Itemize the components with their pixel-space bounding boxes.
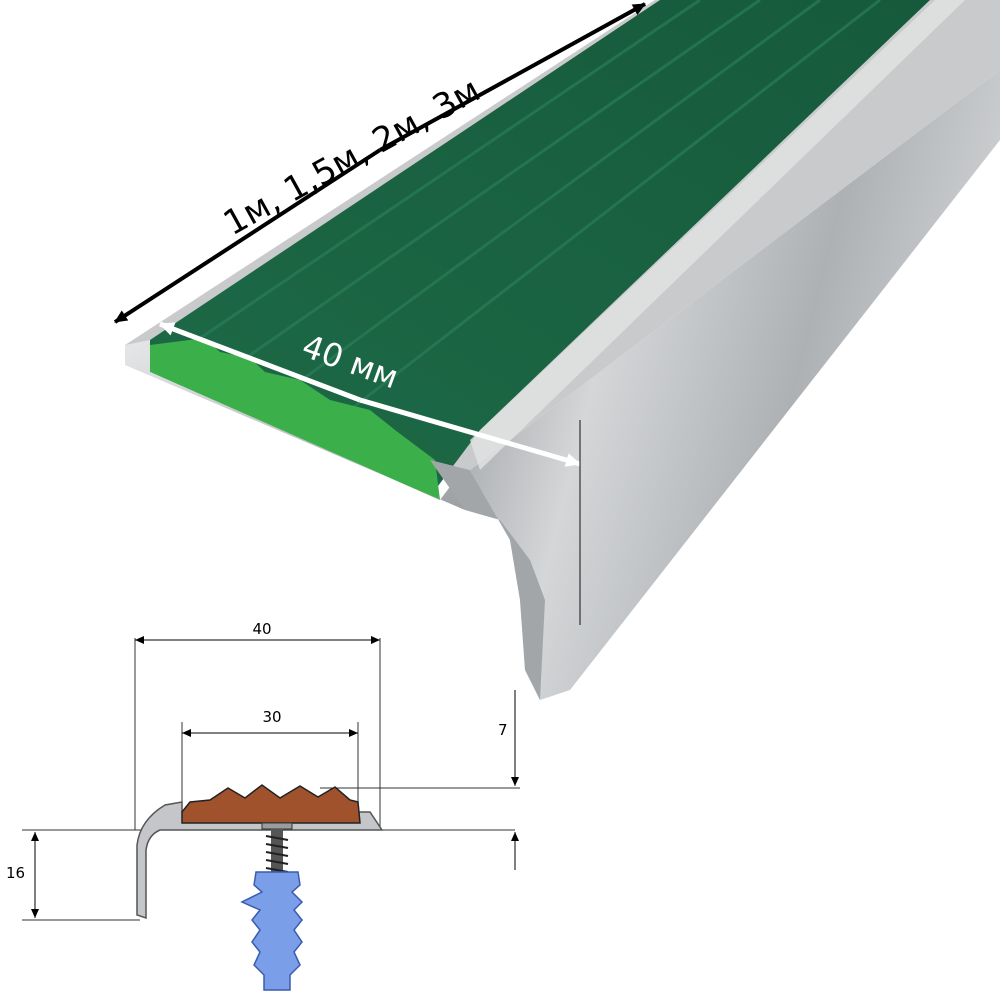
aluminium-end-cap xyxy=(430,460,545,700)
length-dimension-arrow xyxy=(379,2,646,152)
width-dimension-arrow xyxy=(359,397,581,467)
rubber-insert-section xyxy=(181,784,361,824)
insert-ribs xyxy=(189,0,881,412)
dimension-text-7: 7 xyxy=(498,721,508,739)
cross-section-drawing: 40 30 16 7 xyxy=(6,620,520,991)
length-dimension-arrow-back xyxy=(113,148,382,324)
insert-cut-end xyxy=(150,338,440,500)
dimension-text-16: 16 xyxy=(6,864,25,882)
profile-photo: 1м, 1,5м, 2м, 3м 40 мм xyxy=(113,0,1000,700)
wall-plug-icon xyxy=(240,871,304,991)
aluminium-face xyxy=(470,70,1000,700)
aluminium-channel xyxy=(470,0,965,470)
green-insert xyxy=(150,0,930,490)
dimension-text-30: 30 xyxy=(262,708,281,726)
width-dimension-arrow-back xyxy=(159,321,361,403)
dimension-text-40: 40 xyxy=(252,620,271,638)
screw-icon xyxy=(261,822,293,874)
